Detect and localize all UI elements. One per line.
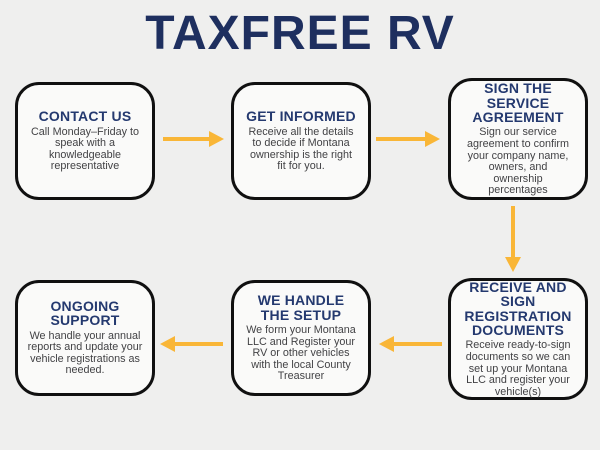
step-heading: WE HANDLE THE SETUP — [257, 292, 345, 323]
flow-arrow-left-icon — [160, 336, 223, 352]
flow-arrow-right-icon — [376, 131, 440, 147]
flow-arrow-left-icon — [379, 336, 442, 352]
step-body: Receive all the details to decide if Mon… — [248, 125, 354, 173]
step-heading: SIGN THE SERVICE AGREEMENT — [472, 80, 564, 126]
step-contact-us: CONTACT US Call Monday–Friday to speak w… — [15, 82, 155, 200]
step-heading: CONTACT US — [38, 108, 132, 125]
arrow-shaft — [511, 206, 515, 257]
step-body: We handle your annual reports and update… — [27, 329, 143, 377]
arrow-shaft — [175, 342, 223, 346]
step-heading: GET INFORMED — [246, 108, 356, 125]
arrow-head — [160, 336, 175, 352]
arrow-head — [505, 257, 521, 272]
step-we-handle-the-setup: WE HANDLE THE SETUP We form your Montana… — [231, 280, 371, 396]
step-ongoing-support: ONGOING SUPPORT We handle your annual re… — [15, 280, 155, 396]
arrow-shaft — [163, 137, 209, 141]
flow-arrow-down-icon — [505, 206, 521, 272]
step-heading: ONGOING SUPPORT — [50, 298, 120, 329]
arrow-head — [379, 336, 394, 352]
step-body: Receive ready-to-sign documents so we ca… — [465, 339, 571, 398]
step-receive-sign-registration-documents: RECEIVE AND SIGN REGISTRATION DOCUMENTS … — [448, 278, 588, 400]
page-title: TAXFREE RV — [145, 7, 455, 60]
arrow-head — [209, 131, 224, 147]
flow-arrow-right-icon — [163, 131, 224, 147]
arrow-head — [425, 131, 440, 147]
step-body: Call Monday–Friday to speak with a knowl… — [30, 125, 140, 173]
step-body: Sign our service agreement to confirm yo… — [466, 126, 570, 197]
step-heading: RECEIVE AND SIGN REGISTRATION DOCUMENTS — [464, 278, 572, 339]
arrow-shaft — [376, 137, 425, 141]
arrow-shaft — [394, 342, 442, 346]
step-sign-service-agreement: SIGN THE SERVICE AGREEMENT Sign our serv… — [448, 78, 588, 200]
step-body: We form your Montana LLC and Register yo… — [246, 324, 356, 383]
step-get-informed: GET INFORMED Receive all the details to … — [231, 82, 371, 200]
